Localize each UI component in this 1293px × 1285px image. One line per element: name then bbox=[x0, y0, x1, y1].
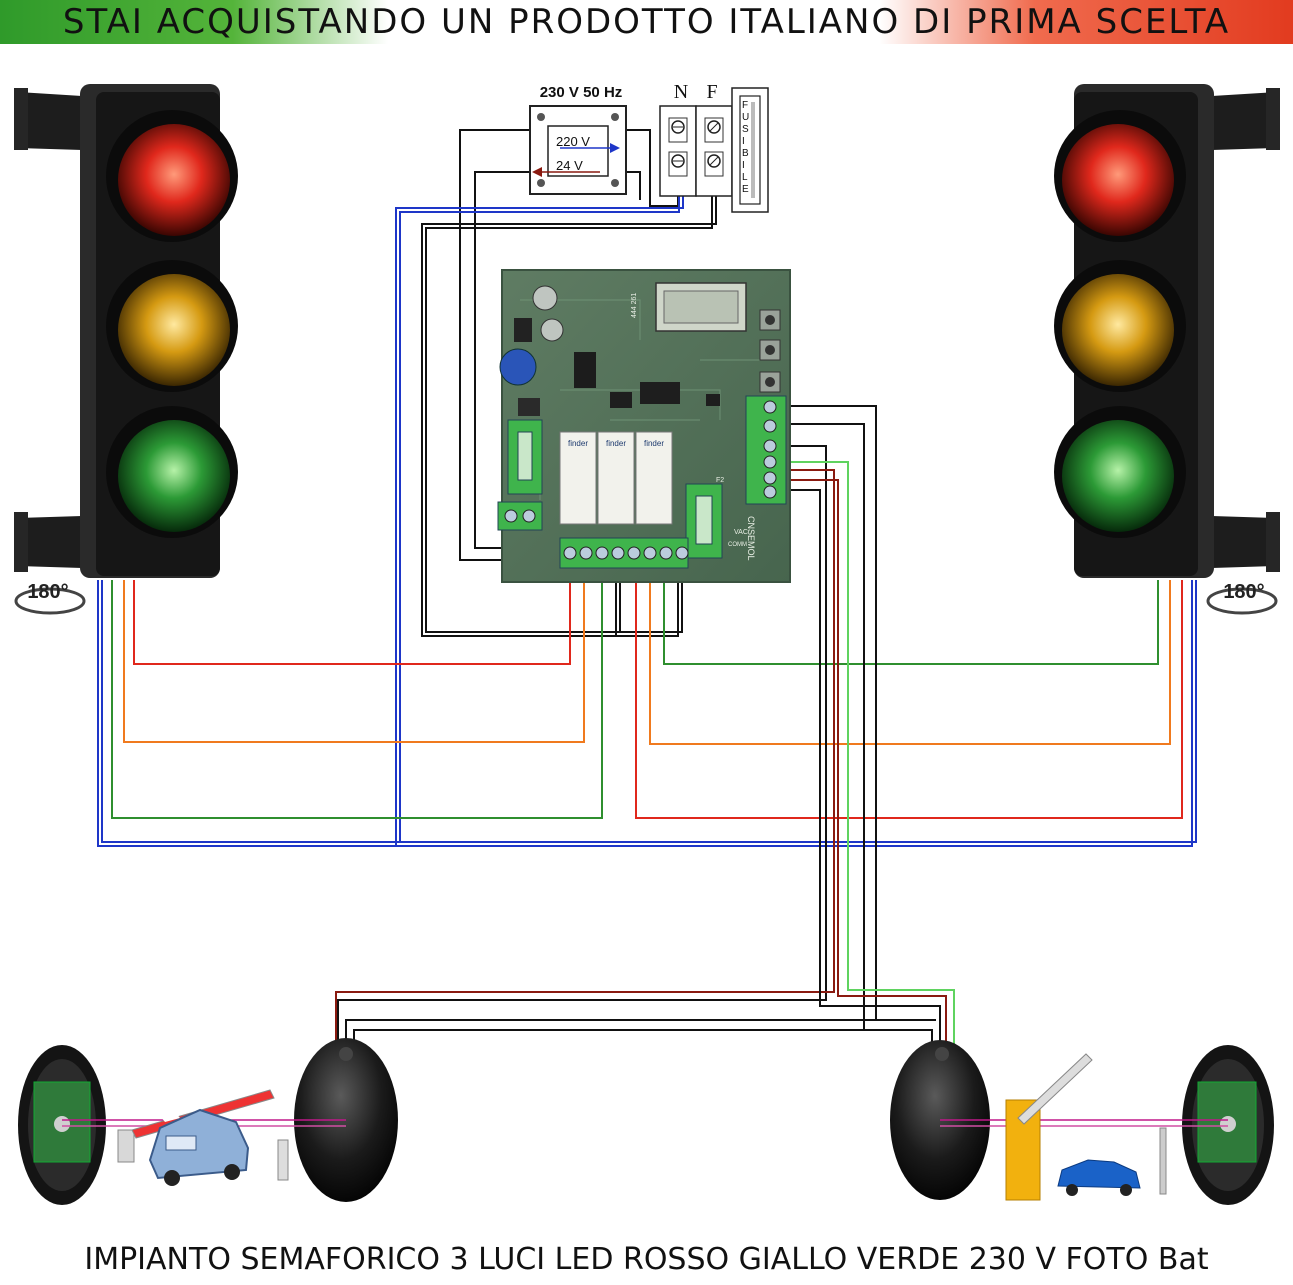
wire-left-orange bbox=[123, 578, 585, 743]
svg-text:24 V: 24 V bbox=[556, 158, 583, 173]
svg-text:finder: finder bbox=[568, 439, 588, 448]
svg-text:CNSEMOL: CNSEMOL bbox=[746, 516, 756, 561]
svg-text:180°: 180° bbox=[27, 581, 68, 603]
barrier-car-illustration-left bbox=[117, 1089, 289, 1186]
fuse-letter: L bbox=[742, 172, 748, 183]
top-banner: STAI ACQUISTANDO UN PRODOTTO ITALIANO DI… bbox=[0, 0, 1293, 44]
bottom-title: IMPIANTO SEMAFORICO 3 LUCI LED ROSSO GIA… bbox=[0, 1236, 1293, 1282]
wire-black-phase-1 bbox=[421, 196, 717, 637]
wire-left-green bbox=[111, 578, 603, 819]
wires bbox=[97, 129, 1197, 1044]
svg-text:finder: finder bbox=[644, 439, 664, 448]
barrier-car-illustration-right bbox=[1005, 1053, 1167, 1201]
fuse-letter: U bbox=[742, 112, 749, 123]
svg-text:220 V: 220 V bbox=[556, 134, 590, 149]
svg-text:finder: finder bbox=[606, 439, 626, 448]
wire-blue-neutral-2 bbox=[399, 196, 1197, 843]
board-relays: finder finder finder bbox=[559, 431, 673, 525]
wire-right-orange bbox=[649, 578, 1171, 745]
fuse-letter: F bbox=[742, 100, 748, 111]
rotation-badge-left: 180° bbox=[14, 581, 86, 615]
control-board: 444 261 F2 finder finder finder bbox=[497, 269, 791, 583]
fuse-letter: I bbox=[742, 136, 745, 147]
traffic-light-left bbox=[14, 84, 238, 578]
rotation-badge-right: 180° bbox=[1206, 581, 1278, 615]
svg-text:F: F bbox=[706, 81, 717, 103]
svg-text:230 V 50 Hz: 230 V 50 Hz bbox=[540, 84, 623, 101]
fuse-letter: S bbox=[742, 124, 749, 135]
svg-text:N: N bbox=[674, 81, 688, 103]
svg-text:COMM: COMM bbox=[728, 542, 747, 548]
wire-black-phase-3 bbox=[616, 578, 679, 637]
fuse-letter: E bbox=[742, 184, 749, 195]
svg-text:VAC: VAC bbox=[734, 529, 748, 536]
wire-photo-black-4 bbox=[786, 489, 941, 1044]
wire-photo-darkred-1 bbox=[335, 469, 835, 1044]
bottom-title-text: IMPIANTO SEMAFORICO 3 LUCI LED ROSSO GIA… bbox=[84, 1241, 1209, 1277]
wire-transformer-out-b bbox=[625, 171, 641, 200]
fuse-letter: I bbox=[742, 160, 745, 171]
terminal-block: N F bbox=[659, 81, 733, 197]
wire-right-green bbox=[663, 578, 1159, 665]
wire-transformer-primary-b bbox=[474, 171, 530, 549]
wire-right-red bbox=[635, 578, 1183, 819]
wire-photo-lightgreen bbox=[786, 461, 955, 1044]
wire-black-phase-2 bbox=[425, 196, 713, 633]
svg-text:F2: F2 bbox=[716, 477, 724, 484]
banner-text: STAI ACQUISTANDO UN PRODOTTO ITALIANO DI… bbox=[62, 2, 1231, 42]
wire-black-phase-4 bbox=[620, 578, 683, 633]
wire-blue-left-1 bbox=[97, 580, 396, 847]
photocell-receiver-left bbox=[18, 1045, 106, 1205]
transformer: 230 V 50 Hz 220 V 24 V bbox=[529, 84, 627, 195]
wire-blue-neutral-1 bbox=[395, 196, 1193, 847]
fuse-letter: B bbox=[742, 148, 749, 159]
wire-photo-darkred-2 bbox=[786, 479, 947, 1044]
wire-photo-black-3 bbox=[337, 445, 827, 1044]
wire-transformer-primary-a bbox=[459, 129, 530, 561]
wire-photo-black-5 bbox=[864, 1029, 933, 1044]
wire-left-red bbox=[133, 578, 571, 665]
svg-text:180°: 180° bbox=[1223, 581, 1264, 603]
wire-blue-left-2 bbox=[101, 580, 400, 843]
svg-text:444 261: 444 261 bbox=[631, 293, 638, 318]
board-capacitor-blue bbox=[499, 348, 537, 386]
traffic-light-right bbox=[1054, 84, 1280, 578]
photocell-receiver-right bbox=[1182, 1045, 1274, 1205]
